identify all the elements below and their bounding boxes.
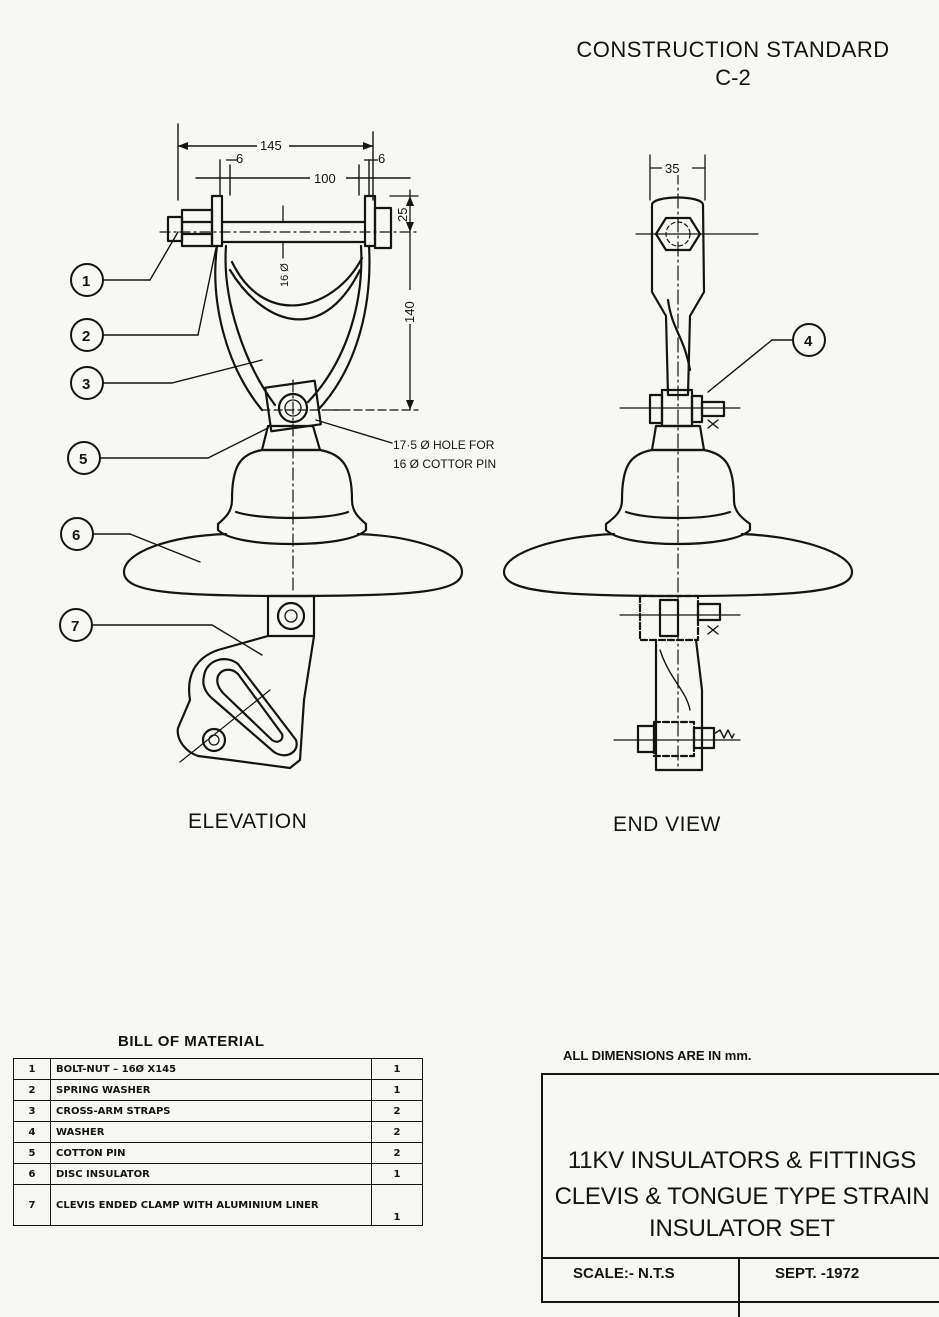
- balloon-6: 6: [72, 527, 80, 544]
- bom-item-qty: 2: [371, 1100, 423, 1122]
- bom-item-desc: CROSS-ARM STRAPS: [50, 1100, 372, 1122]
- bom-item-qty: 1: [371, 1184, 423, 1226]
- bom-row: 7 CLEVIS ENDED CLAMP WITH ALUMINIUM LINE…: [13, 1184, 423, 1226]
- bom-item-no: 3: [13, 1100, 51, 1122]
- standard-code: C-2: [715, 65, 751, 90]
- standard-title: CONSTRUCTION STANDARD: [576, 37, 890, 62]
- bom-row: 2 SPRING WASHER 1: [13, 1079, 423, 1101]
- dim-140: 140: [402, 301, 417, 323]
- balloon-2: 2: [82, 328, 90, 345]
- bom-row: 5 COTTON PIN 2: [13, 1142, 423, 1164]
- title-line-1: 11KV INSULATORS & FITTINGS: [567, 1147, 917, 1174]
- hole-note-line2: 16 Ø COTTOR PIN: [393, 457, 496, 471]
- bill-of-material-table: 1 BOLT-NUT – 16Ø X145 1 2 SPRING WASHER …: [13, 1058, 423, 1226]
- dim-145: 145: [260, 138, 282, 153]
- end-view: [502, 154, 854, 772]
- title-line-2: CLEVIS & TONGUE TYPE STRAIN: [554, 1183, 930, 1210]
- title-line-3: INSULATOR SET: [649, 1215, 835, 1242]
- bom-item-desc: COTTON PIN: [50, 1142, 372, 1164]
- bom-item-no: 5: [13, 1142, 51, 1164]
- balloon-1: 1: [82, 273, 90, 290]
- dim-25: 25: [395, 208, 410, 222]
- hole-note-line1: 17·5 Ø HOLE FOR: [393, 438, 495, 452]
- item-balloons: 1 2 3 4 5 6 7: [59, 263, 826, 642]
- balloon-5: 5: [79, 451, 87, 468]
- scale-label: SCALE:- N.T.S: [573, 1265, 675, 1282]
- date-label: SEPT. -1972: [775, 1265, 860, 1282]
- elevation-view: [91, 123, 464, 770]
- bom-title: BILL OF MATERIAL: [118, 1033, 265, 1050]
- bom-item-desc: SPRING WASHER: [50, 1079, 372, 1101]
- dim-100: 100: [314, 171, 336, 186]
- title-block-divider: [543, 1257, 939, 1259]
- bom-item-desc: CLEVIS ENDED CLAMP WITH ALUMINIUM LINER: [50, 1184, 372, 1226]
- bom-item-no: 7: [13, 1184, 51, 1226]
- bom-item-no: 6: [13, 1163, 51, 1185]
- dimensions-note: ALL DIMENSIONS ARE IN mm.: [563, 1048, 752, 1063]
- bom-item-no: 1: [13, 1058, 51, 1080]
- title-block-divider: [738, 1257, 740, 1317]
- bom-item-desc: DISC INSULATOR: [50, 1163, 372, 1185]
- hole-note: 17·5 Ø HOLE FOR 16 Ø COTTOR PIN: [393, 438, 496, 471]
- dim-6-right: 6: [378, 151, 385, 166]
- bom-item-desc: BOLT-NUT – 16Ø X145: [50, 1058, 372, 1080]
- bom-item-qty: 2: [371, 1142, 423, 1164]
- dim-16-dia: 16 Ø: [279, 263, 291, 287]
- bom-item-desc: WASHER: [50, 1121, 372, 1143]
- end-view-label: END VIEW: [613, 813, 721, 836]
- bom-row: 4 WASHER 2: [13, 1121, 423, 1143]
- bom-item-qty: 2: [371, 1121, 423, 1143]
- bom-item-no: 2: [13, 1079, 51, 1101]
- bom-row: 1 BOLT-NUT – 16Ø X145 1: [13, 1058, 423, 1080]
- dim-35: 35: [665, 161, 679, 176]
- elevation-label: ELEVATION: [188, 810, 308, 833]
- dimension-labels: 145 100 6 6 25 140 16 Ø 35: [226, 138, 692, 324]
- bom-row: 6 DISC INSULATOR 1: [13, 1163, 423, 1185]
- balloon-7: 7: [71, 618, 79, 635]
- bom-item-qty: 1: [371, 1163, 423, 1185]
- balloon-3: 3: [82, 376, 90, 393]
- title-block: 11KV INSULATORS & FITTINGS CLEVIS & TONG…: [541, 1073, 939, 1317]
- dim-6-left: 6: [236, 151, 243, 166]
- balloon-4: 4: [804, 333, 813, 350]
- bom-item-qty: 1: [371, 1079, 423, 1101]
- technical-drawing: 145 100 6 6 25 140 16 Ø 35 17·5 Ø HOLE F…: [59, 123, 854, 772]
- bom-item-no: 4: [13, 1121, 51, 1143]
- bom-row: 3 CROSS-ARM STRAPS 2: [13, 1100, 423, 1122]
- bom-item-qty: 1: [371, 1058, 423, 1080]
